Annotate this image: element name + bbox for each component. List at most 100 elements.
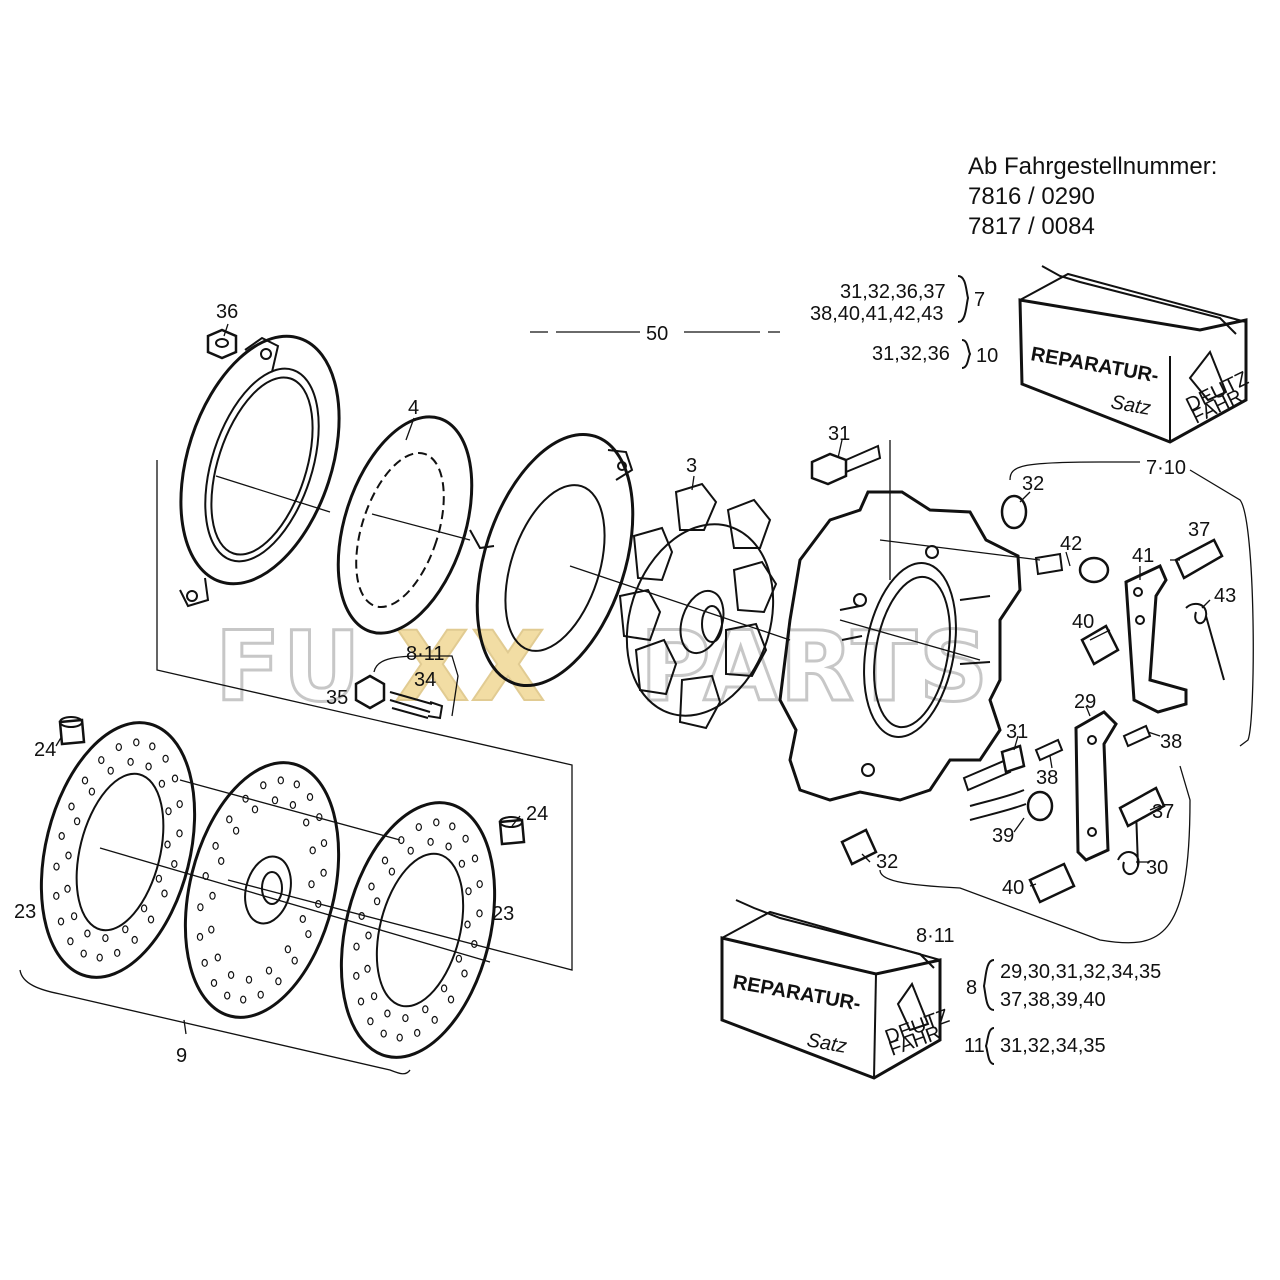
- callout-38-lower: 38: [1036, 767, 1058, 789]
- callout-40-lower: 40: [1002, 877, 1024, 899]
- perforation-hole: [464, 920, 471, 929]
- callout-40-top: 40: [1072, 611, 1094, 633]
- perforation-hole: [70, 912, 78, 921]
- perforation-hole: [208, 925, 215, 934]
- perforation-hole: [149, 742, 156, 751]
- kit-contents-top: 31,32,36,37 38,40,41,42,43 7 31,32,36 10: [810, 275, 998, 369]
- perforation-hole: [449, 822, 456, 831]
- perforation-hole: [127, 757, 134, 766]
- repair-kit-box-top: REPARATUR- Satz DEUTZ FAHR: [1018, 265, 1252, 444]
- chassis-number-note: Ab Fahrgestellnummer: 7816 / 0290 7817 /…: [968, 152, 1217, 242]
- perforation-hole: [367, 1017, 374, 1026]
- perforation-hole: [471, 854, 479, 863]
- perforation-hole: [217, 856, 225, 865]
- perforation-hole: [414, 1028, 421, 1037]
- perforation-hole: [210, 978, 218, 987]
- perforation-hole: [201, 958, 208, 967]
- disc-pad-6: [634, 638, 678, 696]
- bush-40-top: [1080, 624, 1120, 666]
- perforation-hole: [227, 970, 235, 979]
- perforation-hole: [289, 800, 297, 809]
- release-lever-41: [1124, 563, 1188, 714]
- callout-31-top: 31: [828, 423, 850, 445]
- perforation-hole: [176, 829, 183, 838]
- perforation-hole: [455, 954, 463, 963]
- perforation-hole: [176, 800, 183, 809]
- perforation-hole: [67, 937, 74, 946]
- stud-34: [389, 691, 433, 719]
- perforation-hole: [96, 953, 103, 962]
- callout-50: 50: [646, 323, 668, 345]
- perforation-hole: [461, 969, 468, 978]
- perforation-hole: [433, 818, 440, 827]
- chassis-number-1: 7816 / 0290: [968, 183, 1095, 210]
- perforation-hole: [115, 743, 123, 752]
- perforation-hole: [245, 975, 253, 984]
- callout-36: 36: [216, 301, 238, 323]
- callout-numbers: 36 4 50 3 31 32 42 37 41 43 40 29 38 31 …: [14, 301, 1236, 1067]
- callout-23-left: 23: [14, 901, 36, 923]
- sleeve-32-lower: [840, 828, 878, 866]
- kit7-number: 7: [974, 289, 985, 311]
- callout-37-lower: 37: [1152, 801, 1174, 823]
- callout-41: 41: [1132, 545, 1154, 567]
- perforation-hole: [147, 915, 155, 924]
- perforation-hole: [145, 762, 152, 771]
- bush-40-lower: [1028, 862, 1076, 904]
- callout-30: 30: [1146, 857, 1168, 879]
- perforation-hole: [445, 842, 452, 851]
- callout-42: 42: [1060, 533, 1082, 555]
- bolt-31-top: [810, 444, 882, 486]
- perforation-hole: [196, 932, 204, 941]
- pin-38-lower: [1034, 738, 1064, 762]
- perforation-hole: [357, 997, 365, 1006]
- perforation-hole: [402, 1014, 409, 1023]
- perforation-hole: [415, 823, 422, 832]
- perforation-hole: [373, 897, 381, 906]
- kit10-parts: 31,32,36: [872, 343, 950, 365]
- perforation-hole: [202, 871, 209, 880]
- perforation-hole: [223, 991, 231, 1000]
- perforation-hole: [368, 882, 375, 891]
- callout-38-right: 38: [1160, 731, 1182, 753]
- perforation-hole: [407, 846, 414, 855]
- perforation-hole: [214, 953, 221, 962]
- lug-hole-top: [260, 348, 272, 360]
- perforation-hole: [58, 831, 65, 840]
- perforation-hole: [98, 756, 105, 765]
- deutz-logo-top: [1188, 349, 1228, 402]
- perforation-hole: [158, 779, 166, 788]
- perforation-hole: [380, 1029, 387, 1038]
- bushing-24-left: [58, 716, 86, 746]
- perforation-hole: [161, 889, 168, 898]
- kit7-parts-line1: 31,32,36,37: [840, 281, 946, 303]
- disc-9-holes: [196, 776, 328, 1004]
- axis-ring: [215, 475, 331, 513]
- perforation-hole: [53, 891, 60, 900]
- callout-9: 9: [176, 1045, 187, 1067]
- release-lever-29: [1074, 710, 1118, 862]
- pin-42: [1034, 552, 1110, 584]
- disc-pad-4: [725, 622, 768, 678]
- perforation-hole: [265, 966, 273, 975]
- perforation-hole: [113, 948, 121, 957]
- perforation-hole: [131, 935, 138, 944]
- perforation-hole: [239, 995, 247, 1004]
- perforation-hole: [422, 1005, 429, 1014]
- box-top-label-satz: Satz: [1109, 391, 1152, 420]
- perforation-hole: [65, 851, 72, 860]
- brake-disc-23-right: [339, 801, 497, 1059]
- bracket-9: [19, 969, 411, 1075]
- pin-38-right: [1122, 724, 1152, 748]
- perforation-hole: [364, 964, 371, 973]
- disc-pad-2: [726, 498, 772, 549]
- perforation-hole: [303, 818, 310, 827]
- perforation-hole: [320, 839, 328, 848]
- callout-32-lower: 32: [876, 851, 898, 873]
- perforation-hole: [242, 794, 249, 803]
- perforation-hole: [73, 817, 81, 826]
- disc-23-right-holes: [353, 818, 483, 1042]
- callout-39: 39: [992, 825, 1014, 847]
- callout-24-left: 24: [34, 739, 56, 761]
- perforation-hole: [476, 909, 483, 918]
